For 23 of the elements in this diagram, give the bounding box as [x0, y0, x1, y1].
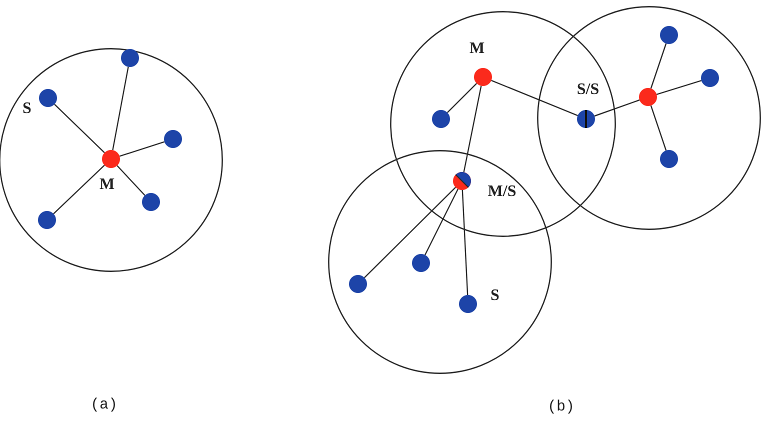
connector-line	[650, 105, 667, 151]
connector-line	[594, 99, 640, 117]
node-label: M/S	[488, 184, 516, 200]
node-label: M	[469, 41, 485, 57]
connector-line	[656, 80, 702, 95]
connector-line	[424, 188, 459, 256]
node-label: S	[490, 288, 500, 304]
node-label: S	[22, 101, 32, 117]
panel-label: (b)	[548, 400, 574, 414]
connector-line	[116, 165, 146, 196]
connector-line	[364, 186, 456, 278]
node-label: S/S	[576, 82, 600, 98]
connector-line	[112, 66, 129, 150]
panel-label: (a)	[90, 398, 118, 412]
connector-line	[54, 104, 105, 154]
connector-line	[119, 141, 165, 157]
connector-line	[463, 86, 482, 172]
connector-line	[53, 164, 105, 214]
connector-line	[650, 43, 667, 89]
connector-line	[462, 190, 468, 296]
connector-line	[491, 80, 578, 116]
node-label: M	[99, 177, 115, 193]
connector-line	[446, 82, 478, 114]
